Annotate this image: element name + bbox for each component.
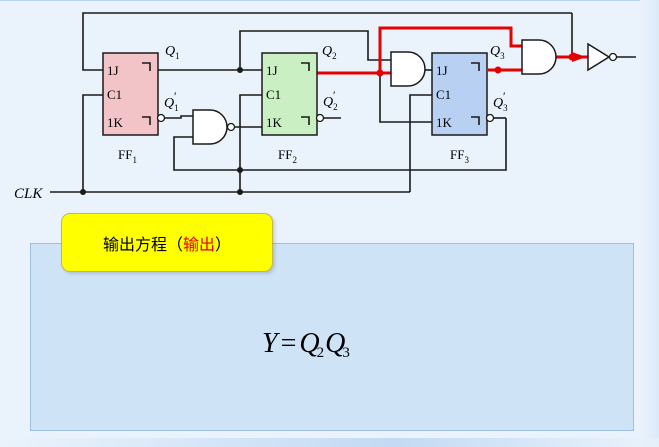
red-junction-q2 bbox=[376, 69, 384, 77]
ff1-qn-bubble bbox=[156, 113, 166, 123]
section-tag: 输出方程（输出） bbox=[61, 213, 273, 272]
and-gate-3 bbox=[521, 39, 557, 75]
wire-q2-to-ff3-k bbox=[379, 73, 432, 123]
clk-label: CLK bbox=[14, 186, 43, 202]
red-arrowhead bbox=[572, 52, 586, 62]
ff2-delay-mark-qn bbox=[301, 116, 310, 125]
wire-q1-to-and2 bbox=[239, 30, 391, 70]
wire-q1n-to-and1 bbox=[165, 115, 193, 119]
q2n-label: Q2 bbox=[323, 95, 338, 112]
clk-to-ff3 bbox=[409, 94, 432, 192]
ff2-block: 1J C1 1K FF2 bbox=[261, 52, 325, 165]
section-tag-highlight: 输出 bbox=[182, 234, 215, 254]
output-equation: Y=Q2Q3 bbox=[262, 328, 392, 368]
ff2-body bbox=[261, 52, 318, 136]
equation-term-2-sub: 3 bbox=[342, 345, 350, 361]
equation-equals: = bbox=[280, 328, 297, 359]
junction-feedback bbox=[237, 167, 243, 173]
top-border bbox=[0, 0, 659, 1]
equation-lhs: Y bbox=[262, 328, 278, 359]
clk-to-ff1 bbox=[82, 94, 103, 192]
ff3-pin-c: C1 bbox=[436, 87, 451, 102]
red-junction-q3 bbox=[494, 66, 502, 74]
equation-panel bbox=[30, 243, 634, 431]
equation-term-2: Q bbox=[325, 328, 346, 359]
junction-clk-ff1 bbox=[80, 189, 86, 195]
wire-feedback-top bbox=[82, 12, 572, 71]
q3n-label: Q3 bbox=[493, 96, 508, 113]
ff1-block: 1J C1 1K FF1 bbox=[102, 52, 166, 165]
and-gate-1 bbox=[192, 109, 228, 145]
right-decorative-strip bbox=[640, 0, 659, 447]
ff1-delay-mark-qn bbox=[142, 116, 151, 125]
ff2-pin-c: C1 bbox=[266, 87, 281, 102]
ff1-label: FF1 bbox=[118, 147, 137, 165]
junction-q1 bbox=[237, 67, 243, 73]
ff2-pin-j: 1J bbox=[266, 63, 278, 78]
and-gate-1-bubble bbox=[226, 122, 236, 132]
ff3-delay-mark-q bbox=[471, 62, 480, 71]
section-tag-end: ） bbox=[215, 234, 232, 254]
ff1-body bbox=[102, 52, 159, 136]
bottom-decorative-strip bbox=[0, 438, 659, 447]
ff1-pin-j: 1J bbox=[107, 63, 119, 78]
inverter-gate bbox=[587, 42, 611, 72]
red-q2-to-and3 bbox=[378, 26, 522, 73]
q3-label: Q3 bbox=[490, 44, 505, 61]
ff2-pin-k: 1K bbox=[266, 115, 283, 130]
ff3-pin-k: 1K bbox=[436, 115, 453, 130]
and-gate-2 bbox=[390, 51, 426, 87]
equation-term-1: Q bbox=[299, 328, 320, 359]
sequential-circuit-diagram: 1J C1 1K FF1 Q1 Q1 ′ 1J C1 1K FF2 Q2 Q2 … bbox=[14, 12, 650, 202]
ff3-pin-j: 1J bbox=[436, 63, 448, 78]
ff1-pin-k: 1K bbox=[107, 115, 124, 130]
clk-to-ff2 bbox=[239, 94, 262, 192]
ff2-label: FF2 bbox=[278, 147, 297, 165]
ff2-qn-bubble bbox=[315, 113, 325, 123]
wire-q3n-to-and1 bbox=[173, 118, 507, 171]
ff3-qn-bubble bbox=[485, 113, 495, 123]
q3n-prime: ′ bbox=[503, 89, 506, 103]
q1-label: Q1 bbox=[165, 44, 180, 61]
junction-clk-ff2 bbox=[237, 189, 243, 195]
ff2-delay-mark-q bbox=[301, 62, 310, 71]
q1n-label: Q1 bbox=[164, 96, 179, 113]
equation-term-1-sub: 2 bbox=[316, 345, 325, 361]
ff3-body bbox=[431, 52, 488, 136]
inverter-bubble bbox=[608, 52, 618, 62]
ff3-label: FF3 bbox=[450, 147, 469, 165]
ff1-delay-mark-q bbox=[142, 62, 151, 71]
q2n-prime: ′ bbox=[333, 88, 336, 102]
q2-label: Q2 bbox=[322, 44, 337, 61]
ff3-delay-mark-qn bbox=[471, 116, 480, 125]
black-wires bbox=[50, 12, 636, 193]
ff1-pin-c: C1 bbox=[107, 87, 122, 102]
q1n-prime: ′ bbox=[174, 89, 177, 103]
section-tag-text: 输出方程（ bbox=[102, 234, 183, 254]
ff3-block: 1J C1 1K FF3 bbox=[431, 52, 495, 165]
